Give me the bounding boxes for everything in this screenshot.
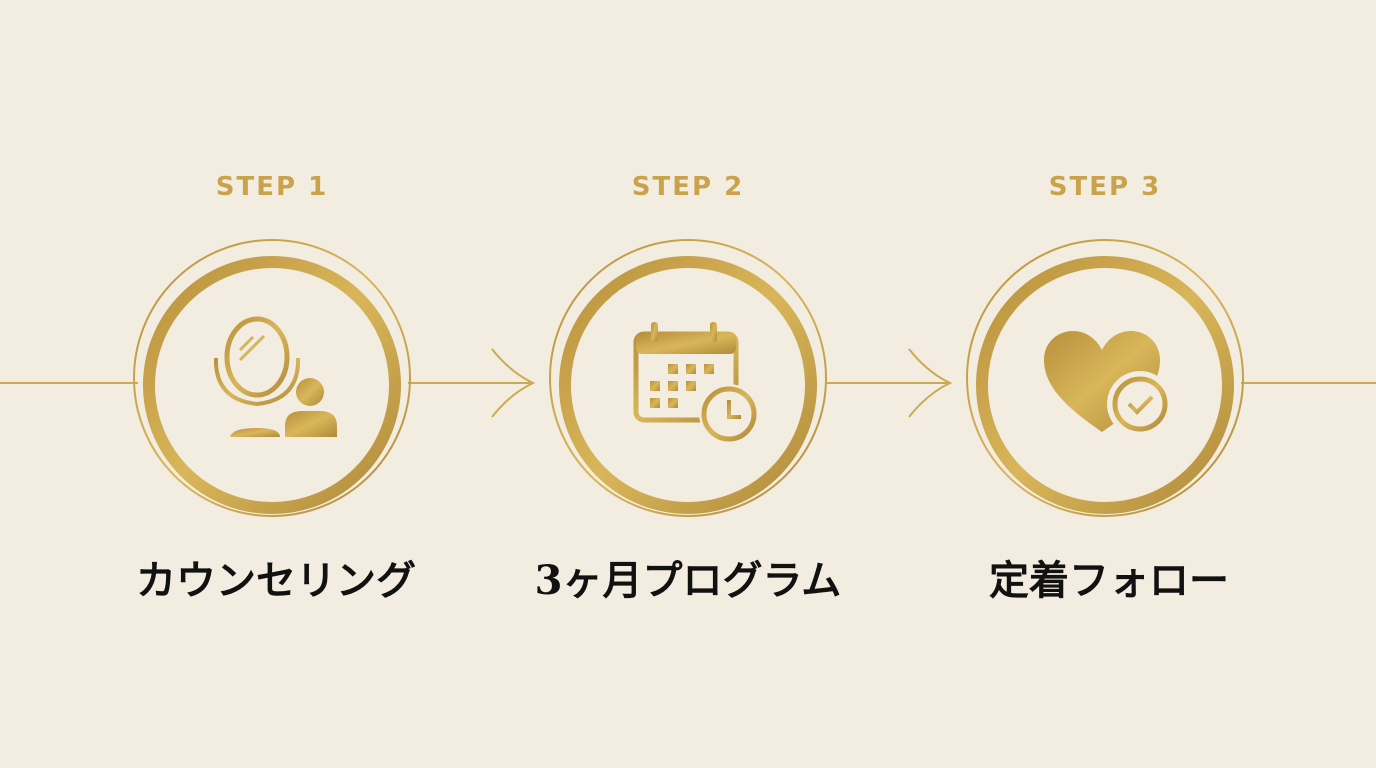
step-3-title: 定着フォロー (989, 557, 1229, 604)
mirror-person-icon (214, 316, 337, 437)
arrow-head-icon (908, 348, 953, 418)
step-1-label: STEP 1 (215, 172, 329, 202)
step-1-circle (133, 239, 411, 517)
step-1-title: カウンセリング (136, 557, 416, 604)
arrow-head-icon (491, 348, 536, 418)
step-3-label: STEP 3 (1048, 172, 1162, 202)
step-2-title: 3ヶ月プログラム (534, 557, 842, 604)
calendar-clock-icon (633, 322, 759, 444)
connector-lines (0, 348, 1376, 418)
heart-check-icon (1044, 331, 1173, 437)
step-2-circle (549, 239, 827, 517)
step-2-label: STEP 2 (631, 172, 745, 202)
